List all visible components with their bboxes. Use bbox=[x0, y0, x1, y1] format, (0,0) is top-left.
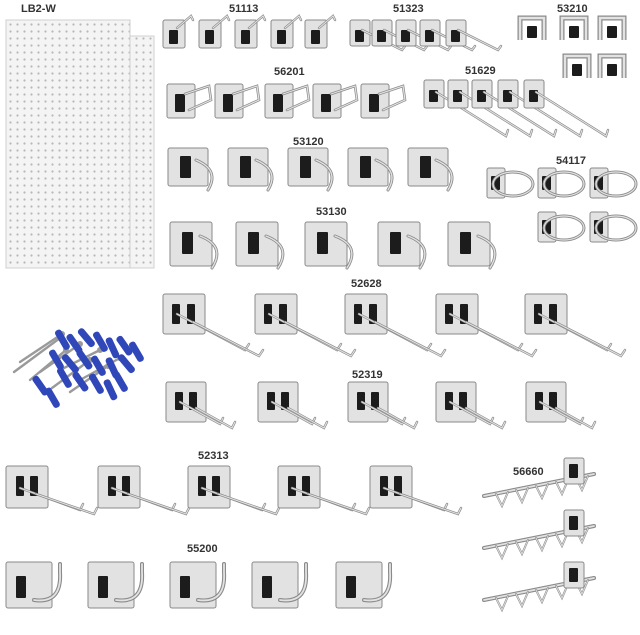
clip-53210 bbox=[517, 15, 547, 40]
hook-56201 bbox=[214, 83, 261, 119]
hook-52319 bbox=[257, 381, 329, 430]
label-54117: 54117 bbox=[556, 155, 586, 167]
hook-52319 bbox=[165, 381, 237, 430]
hook-51323 bbox=[419, 19, 477, 52]
label-51323: 51323 bbox=[393, 3, 424, 15]
hook-51323 bbox=[395, 19, 453, 52]
hook-56201 bbox=[264, 83, 311, 119]
clamp-53120 bbox=[287, 147, 334, 192]
clip-53210 bbox=[597, 53, 627, 78]
label-pegboard: LB2-W bbox=[21, 3, 56, 15]
ring-54117 bbox=[589, 167, 638, 199]
label-51113: 51113 bbox=[229, 3, 259, 15]
hook-51113 bbox=[304, 14, 337, 49]
jhook-55200 bbox=[335, 561, 393, 609]
clamp-53130 bbox=[377, 221, 427, 270]
rack-56660 bbox=[482, 561, 596, 613]
hook-52319 bbox=[525, 381, 597, 430]
hook-52319 bbox=[347, 381, 419, 430]
clamp-53120 bbox=[167, 147, 214, 192]
hook-51323 bbox=[445, 19, 503, 52]
hook-52628 bbox=[344, 293, 447, 358]
clamp-53130 bbox=[304, 221, 354, 270]
rack-56660 bbox=[482, 457, 596, 509]
ring-54117 bbox=[537, 211, 586, 243]
clamp-53120 bbox=[347, 147, 394, 192]
pegboard-front bbox=[5, 19, 131, 269]
hook-52628 bbox=[162, 293, 265, 358]
clamp-53120 bbox=[407, 147, 454, 192]
clamp-53130 bbox=[169, 221, 219, 270]
hook-51113 bbox=[198, 14, 231, 49]
hook-52313 bbox=[369, 465, 463, 516]
hook-51113 bbox=[162, 14, 195, 49]
label-53130: 53130 bbox=[316, 206, 347, 218]
hook-52313 bbox=[97, 465, 191, 516]
hook-56201 bbox=[312, 83, 359, 119]
clip-53210 bbox=[597, 15, 627, 40]
jhook-55200 bbox=[5, 561, 63, 609]
hook-52628 bbox=[254, 293, 357, 358]
hook-52313 bbox=[5, 465, 99, 516]
hook-51323 bbox=[371, 19, 429, 52]
hook-52628 bbox=[435, 293, 538, 358]
label-56660: 56660 bbox=[513, 466, 544, 478]
label-55200: 55200 bbox=[187, 543, 218, 555]
clip-53210 bbox=[559, 15, 589, 40]
jhook-55200 bbox=[251, 561, 309, 609]
label-52319: 52319 bbox=[352, 369, 383, 381]
label-52628: 52628 bbox=[351, 278, 382, 290]
label-52313: 52313 bbox=[198, 450, 229, 462]
hook-52319 bbox=[435, 381, 507, 430]
jhook-55200 bbox=[169, 561, 227, 609]
hook-52313 bbox=[277, 465, 371, 516]
label-51629: 51629 bbox=[465, 65, 496, 77]
clip-53210 bbox=[562, 53, 592, 78]
hook-52628 bbox=[524, 293, 627, 358]
rack-56660 bbox=[482, 509, 596, 561]
screws-and-anchors bbox=[12, 328, 144, 408]
ring-54117 bbox=[486, 167, 535, 199]
label-53210: 53210 bbox=[557, 3, 588, 15]
clamp-53120 bbox=[227, 147, 274, 192]
hook-52313 bbox=[187, 465, 281, 516]
hook-51629 bbox=[523, 79, 610, 138]
ring-54117 bbox=[589, 211, 638, 243]
label-56201: 56201 bbox=[274, 66, 305, 78]
hook-51113 bbox=[234, 14, 267, 49]
clamp-53130 bbox=[235, 221, 285, 270]
hook-51113 bbox=[270, 14, 303, 49]
jhook-55200 bbox=[87, 561, 145, 609]
label-53120: 53120 bbox=[293, 136, 324, 148]
clamp-53130 bbox=[447, 221, 497, 270]
ring-54117 bbox=[537, 167, 586, 199]
hook-56201 bbox=[360, 83, 407, 119]
hook-56201 bbox=[166, 83, 213, 119]
